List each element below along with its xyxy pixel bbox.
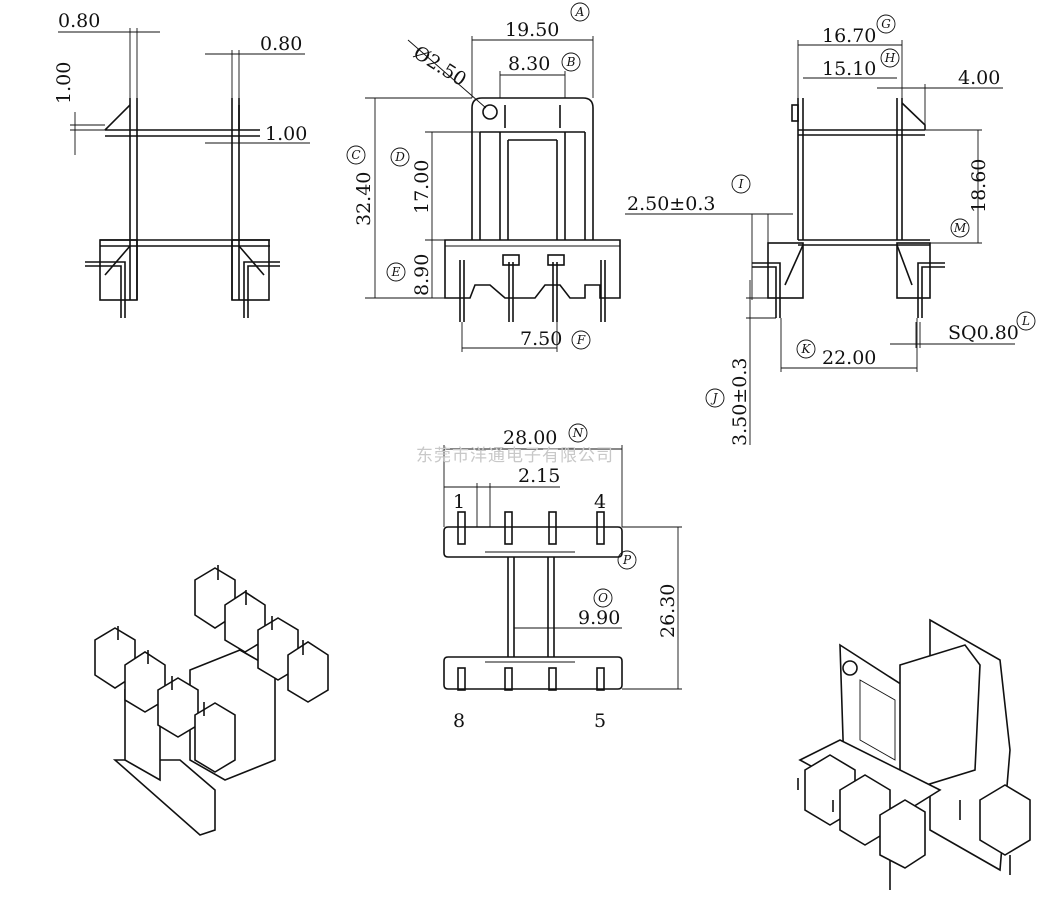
- pin-5-label: 5: [594, 710, 606, 732]
- pin-1-label: 1: [453, 491, 465, 513]
- dim-N: 28.00: [503, 427, 557, 449]
- dim-I: 2.50±0.3: [627, 193, 715, 215]
- dim-F: 7.50: [520, 328, 562, 350]
- dim-B: 8.30: [508, 53, 550, 75]
- label-F: F: [576, 333, 586, 347]
- label-D: D: [394, 150, 405, 164]
- isometric-view-left: [94, 565, 329, 836]
- pin-8-label: 8: [453, 710, 465, 732]
- dim-hole-diameter: Ø2.50: [409, 42, 470, 91]
- dim-side-flange: 1.00: [265, 123, 307, 145]
- dim-O: 9.90: [578, 607, 620, 629]
- pin-4-label: 4: [594, 491, 606, 513]
- dim-C: 32.40: [353, 172, 375, 226]
- label-G: G: [881, 17, 891, 31]
- label-P: P: [622, 553, 632, 567]
- dim-D: 17.00: [411, 160, 433, 214]
- label-K: K: [801, 342, 812, 356]
- isometric-view-right: [797, 618, 1031, 890]
- dim-side-top-right: 0.80: [260, 33, 302, 55]
- label-A: A: [575, 5, 585, 19]
- dim-H: 15.10: [822, 58, 876, 80]
- label-C: C: [351, 148, 360, 162]
- front-view: 19.50 A Ø2.50 8.30 B 32.40 C 17.00 D 8.9…: [346, 2, 621, 352]
- label-M: M: [953, 221, 967, 235]
- dim-J: 3.50±0.3: [729, 358, 751, 446]
- dim-E: 8.90: [411, 254, 433, 296]
- label-J: J: [710, 391, 719, 405]
- dim-side-vertical: 1.00: [53, 62, 75, 104]
- label-E: E: [391, 265, 401, 279]
- dim-P: 26.30: [657, 584, 679, 638]
- dim-pitch: 2.15: [518, 465, 560, 487]
- dim-K: 22.00: [822, 347, 876, 369]
- label-B: B: [566, 55, 576, 69]
- watermark: 东莞市洋通电子有限公司: [416, 446, 614, 466]
- dim-side-top-left: 0.80: [58, 10, 100, 32]
- dim-A: 19.50: [505, 19, 559, 41]
- bottom-view: 东莞市洋通电子有限公司 28.00 N 2.15 1 4 8 5 26.30 P…: [416, 423, 682, 732]
- label-O: O: [598, 591, 608, 605]
- label-L: L: [1021, 314, 1030, 328]
- dim-4: 4.00: [958, 67, 1000, 89]
- dim-G: 16.70: [822, 25, 876, 47]
- dim-L: SQ0.80: [948, 322, 1019, 344]
- label-N: N: [572, 426, 584, 440]
- dim-M: 18.60: [968, 159, 990, 213]
- label-I: I: [738, 177, 744, 191]
- side-view: 0.80 0.80 1.00 1.00: [53, 10, 310, 318]
- label-H: H: [884, 51, 896, 65]
- right-view: 16.70 G 15.10 H 4.00 18.60 M 2.50±0.3 I …: [625, 14, 1036, 446]
